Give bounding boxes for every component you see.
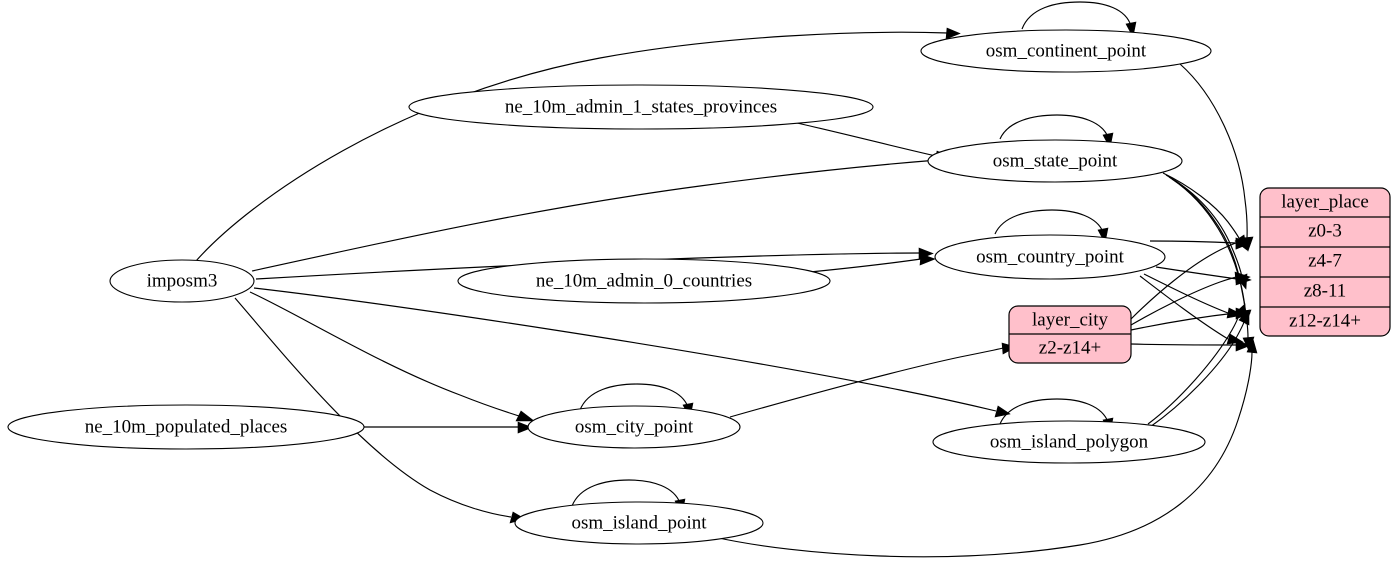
- node-ne-10m-populated-places-label: ne_10m_populated_places: [85, 416, 288, 437]
- node-ne-10m-populated-places[interactable]: ne_10m_populated_places: [7, 404, 365, 450]
- node-ne-10m-admin-1-states-provinces[interactable]: ne_10m_admin_1_states_provinces: [408, 84, 874, 130]
- node-osm-state-point[interactable]: osm_state_point: [927, 139, 1183, 183]
- node-imposm3[interactable]: imposm3: [109, 259, 255, 303]
- node-osm-island-polygon[interactable]: osm_island_polygon: [932, 420, 1206, 464]
- edge-layer-city-to-layer-place-z12-z14: [1130, 339, 1251, 352]
- node-ne-10m-admin-0-countries-label: ne_10m_admin_0_countries: [536, 270, 752, 291]
- edge-layer-city-to-layer-place-z0-3: [1129, 237, 1251, 321]
- record-layer-place-row-0[interactable]: z0-3: [1308, 220, 1342, 241]
- node-osm-state-point-label: osm_state_point: [993, 150, 1118, 171]
- edge-imposm3-to-osm-city-point: [249, 291, 535, 422]
- record-layer-city-row-0[interactable]: z2-z14+: [1039, 337, 1101, 358]
- edge-ne-admin0-to-osm-country-point: [809, 253, 936, 273]
- edge-osm-island-point-to-layer-place-z12-z14: [713, 338, 1258, 558]
- edge-osm-state-point-to-layer-place-z8-11: [1168, 176, 1252, 325]
- edge-ne-admin1-to-osm-state-point: [796, 122, 952, 163]
- record-layer-place-row-2[interactable]: z8-11: [1304, 280, 1347, 301]
- node-ne-10m-admin-1-states-provinces-label: ne_10m_admin_1_states_provinces: [505, 96, 777, 117]
- node-ne-10m-admin-0-countries[interactable]: ne_10m_admin_0_countries: [457, 258, 831, 304]
- edge-layer-city-to-layer-place-z4-7: [1130, 271, 1251, 326]
- edge-osm-state-point-to-layer-place-z0-3: [1162, 172, 1248, 251]
- node-osm-island-polygon-label: osm_island_polygon: [990, 431, 1149, 452]
- node-imposm3-label: imposm3: [147, 270, 218, 291]
- node-osm-city-point[interactable]: osm_city_point: [527, 405, 741, 449]
- edge-ne-populated-to-osm-city-point: [363, 421, 533, 434]
- node-osm-city-point-label: osm_city_point: [575, 416, 694, 437]
- record-layer-city-title: layer_city: [1032, 309, 1108, 330]
- edge-osm-state-point-to-layer-place-z12-z14: [1171, 178, 1255, 352]
- node-osm-continent-point-label: osm_continent_point: [986, 40, 1147, 61]
- edge-osm-island-polygon-to-layer-place-z8-11: [1147, 303, 1246, 425]
- node-osm-country-point-label: osm_country_point: [976, 246, 1124, 267]
- node-layer: osm_continent_point ne_10m_admin_1_state…: [7, 29, 1391, 545]
- record-layer-place-title: layer_place: [1281, 191, 1369, 212]
- node-osm-continent-point[interactable]: osm_continent_point: [920, 29, 1212, 73]
- record-layer-place[interactable]: layer_place z0-3 z4-7 z8-11 z12-z14+: [1259, 187, 1391, 337]
- node-osm-country-point[interactable]: osm_country_point: [934, 234, 1166, 280]
- record-layer-place-row-1[interactable]: z4-7: [1308, 250, 1342, 271]
- node-osm-island-point-label: osm_island_point: [571, 512, 707, 533]
- edge-osm-country-point-to-layer-place-z8-11: [1143, 273, 1244, 319]
- record-layer-city[interactable]: layer_city z2-z14+: [1008, 305, 1132, 364]
- edge-osm-country-point-to-layer-place-z12-z14: [1139, 275, 1244, 345]
- node-osm-island-point[interactable]: osm_island_point: [514, 501, 764, 545]
- edge-imposm3-to-osm-continent-point: [195, 27, 961, 262]
- edge-osm-island-polygon-to-layer-place-z12-z14: [1149, 309, 1250, 428]
- record-layer-place-row-3[interactable]: z12-z14+: [1289, 310, 1361, 331]
